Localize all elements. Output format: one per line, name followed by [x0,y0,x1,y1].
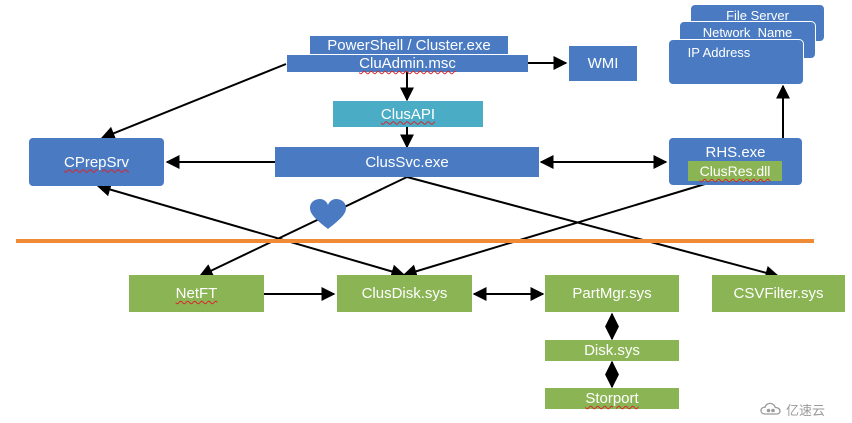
rhs-label: RHS.exe [705,144,766,161]
arrow-clussvc-netft [198,176,408,277]
netft-label: NetFT [175,285,218,302]
powershell-box: PowerShell / Cluster.exe [310,36,508,54]
clusapi-box: ClusAPI [333,101,483,127]
clussvc-box: ClusSvc.exe [275,147,539,177]
powershell-label: PowerShell / Cluster.exe [327,36,491,54]
arrow-cprepsrv-clusdisk [96,182,406,279]
storport-box: Storport [545,388,679,409]
watermark-text: 亿速云 [786,402,826,418]
heartbeat-icon [310,199,346,229]
cloud-logo-icon [760,402,781,415]
clusres-box: ClusRes.dll [688,161,782,181]
partmgr-label: PartMgr.sys [572,285,652,302]
cluadmin-label: CluAdmin.msc [359,55,456,72]
cluadmin-box: CluAdmin.msc [287,54,528,72]
clusdisk-box: ClusDisk.sys [337,275,472,312]
storport-label: Storport [585,390,639,407]
clusdisk-label: ClusDisk.sys [361,285,448,302]
clusapi-label: ClusAPI [380,105,436,123]
watermark: 亿速云 [760,400,844,418]
wmi-label: WMI [587,55,619,72]
clussvc-label: ClusSvc.exe [365,153,449,171]
clusres-label: ClusRes.dll [699,163,771,179]
arrow-powershell-cprepsrv [100,63,287,140]
ip-address-label: IP Address [687,45,751,60]
wmi-box: WMI [569,46,637,81]
netft-box: NetFT [129,275,264,312]
cprepsrv-box: CPrepSrv [29,138,164,186]
arrow-rhs-clusdisk [402,183,706,279]
ip-address-card: IP Address [668,39,804,85]
arrow-clussvc-csvfilter [406,176,780,280]
file-server-label: File Server [726,8,789,23]
csvfilter-box: CSVFilter.sys [712,275,845,312]
partmgr-box: PartMgr.sys [545,275,679,312]
disk-box: Disk.sys [545,340,679,361]
csvfilter-label: CSVFilter.sys [733,285,824,302]
cprepsrv-label: CPrepSrv [63,153,130,171]
network-name-label: Network Name [702,25,793,40]
disk-label: Disk.sys [584,342,640,359]
